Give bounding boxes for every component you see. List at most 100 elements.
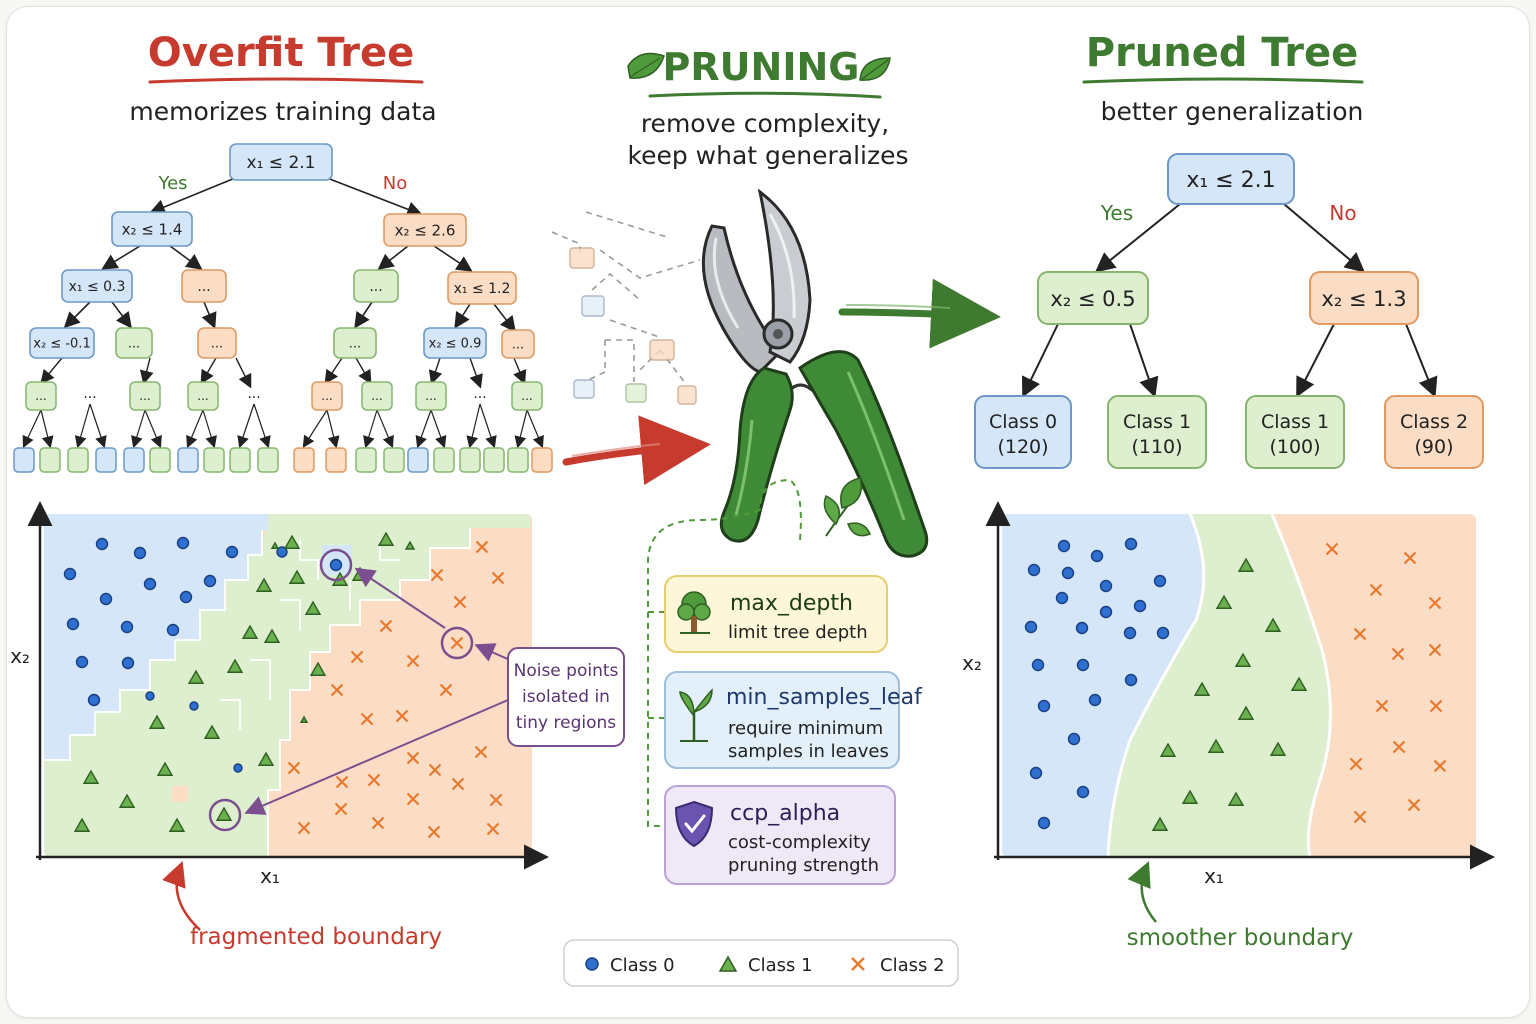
class1-point bbox=[270, 541, 280, 549]
arrow-to-pruned bbox=[838, 278, 1001, 349]
overfit-node-ellipsis-label: ... bbox=[512, 338, 524, 353]
overfit-regions bbox=[44, 514, 532, 857]
overfit-node-ellipsis: ... bbox=[311, 381, 343, 411]
class0-point bbox=[1123, 626, 1137, 640]
overfit-subtitle: memorizes training data bbox=[129, 97, 436, 126]
class1-point bbox=[1159, 742, 1177, 757]
class0-point bbox=[1075, 621, 1089, 635]
param-name-ccp-alpha: ccp_alpha bbox=[730, 801, 840, 826]
overfit-node-ellipsis-label: ... bbox=[211, 337, 223, 352]
overfit-node-ellipsis-label: ... bbox=[371, 389, 382, 403]
class2-point bbox=[1375, 699, 1389, 713]
class1-point bbox=[1237, 557, 1255, 572]
overfit-leaf-node bbox=[293, 447, 315, 473]
class1-point bbox=[168, 817, 186, 832]
class2-point bbox=[1325, 542, 1339, 556]
overfit-node-ellipsis-label: ... bbox=[197, 279, 210, 295]
class0-point bbox=[225, 545, 239, 559]
class2-point bbox=[406, 751, 420, 765]
legend-label-class1: Class 1 bbox=[748, 955, 813, 976]
overfit-yes-label: Yes bbox=[157, 173, 187, 194]
class2-point bbox=[360, 712, 374, 726]
overfit-small-arrows bbox=[22, 357, 544, 449]
class0-point bbox=[1061, 566, 1075, 580]
legend-item-class1: Class 1 bbox=[718, 955, 813, 976]
overfit-node-ellipsis-label: ... bbox=[369, 279, 382, 295]
param-desc-ccp-alpha-2: pruning strength bbox=[728, 855, 879, 876]
leaf-3-class: Class 2 bbox=[1400, 411, 1468, 433]
overfit-leaf-node bbox=[203, 447, 225, 473]
class2-point bbox=[451, 777, 465, 791]
pruned-root-label: x₁ ≤ 2.1 bbox=[1186, 168, 1275, 193]
class0-point bbox=[1124, 673, 1138, 687]
class0-point bbox=[1037, 816, 1051, 830]
class2-point bbox=[1353, 810, 1367, 824]
overfit-node-ellipsis-label: ... bbox=[521, 389, 532, 403]
pruned-nodes-faded bbox=[569, 247, 697, 405]
overfit-node-r1-label: x₂ ≤ 2.6 bbox=[395, 221, 456, 239]
pruned-right-label: x₂ ≤ 1.3 bbox=[1321, 287, 1406, 311]
leaf-icon-right bbox=[859, 57, 891, 81]
class1-point bbox=[257, 751, 275, 766]
class0-point bbox=[1088, 693, 1102, 707]
overfit-node-ellipsis-label: ... bbox=[197, 389, 208, 403]
class1-point bbox=[1269, 741, 1287, 756]
overfit-ellipsis-text: ... bbox=[473, 386, 486, 402]
class1-point bbox=[404, 540, 416, 550]
overfit-node-ellipsis: ... bbox=[25, 381, 57, 411]
param-desc-ccp-alpha-1: cost-complexity bbox=[728, 832, 871, 853]
callout-line-1: Noise points bbox=[514, 661, 619, 681]
class1-region-right bbox=[1108, 514, 1331, 857]
param-name-max-depth: max_depth bbox=[730, 591, 853, 616]
overfit-axis-x-label: x₁ bbox=[260, 864, 280, 888]
param-connectors bbox=[647, 478, 802, 827]
class2-point bbox=[1349, 757, 1363, 771]
class0-region-right bbox=[1002, 514, 1204, 857]
pruned-axis-y-label: x₂ bbox=[962, 651, 982, 675]
class0-point bbox=[1090, 549, 1104, 563]
overfit-leaf-node bbox=[483, 447, 505, 473]
legend-label-class0: Class 0 bbox=[610, 955, 675, 976]
class2-point bbox=[1392, 740, 1406, 754]
pruned-left-label: x₂ ≤ 0.5 bbox=[1050, 287, 1135, 311]
overfit-no-label: No bbox=[383, 173, 407, 194]
overfit-leaf-node bbox=[507, 447, 529, 473]
class1-point bbox=[156, 761, 174, 776]
overfit-leaf-node bbox=[39, 447, 61, 473]
pruning-subtitle-1: remove complexity, bbox=[641, 109, 889, 138]
pruned-branches-faded bbox=[551, 211, 701, 385]
class2-point bbox=[395, 709, 409, 723]
overfit-leaf-node bbox=[229, 447, 251, 473]
pruning-subtitle-2: keep what generalizes bbox=[627, 141, 908, 170]
class1-point bbox=[203, 724, 221, 739]
overfit-tree-panel: Overfit Tree memorizes training data x₁ … bbox=[13, 30, 553, 473]
class1-point bbox=[309, 661, 327, 676]
overfit-node-ellipsis-label: ... bbox=[321, 389, 332, 403]
class0-point bbox=[1099, 605, 1113, 619]
pruning-shears-icon bbox=[701, 188, 929, 558]
param-desc-min-samples-leaf-1: require minimum bbox=[728, 718, 883, 739]
pruned-tree-edges bbox=[1021, 203, 1438, 398]
class2-point bbox=[1433, 759, 1447, 773]
overfit-title: Overfit Tree bbox=[148, 30, 415, 76]
overfit-leaf-node bbox=[433, 447, 455, 473]
noise-highlights bbox=[208, 548, 474, 832]
overfit-node-lll3-label: x₂ ≤ -0.1 bbox=[33, 337, 90, 352]
class1-point bbox=[1237, 705, 1255, 720]
class2-point bbox=[297, 821, 311, 835]
overfit-leaf-node bbox=[257, 447, 279, 473]
class2-point bbox=[1429, 699, 1443, 713]
class2-point bbox=[1407, 798, 1421, 812]
class1-point bbox=[226, 658, 244, 673]
leaf-3-count: (90) bbox=[1414, 436, 1453, 458]
overfit-node-ellipsis: ... bbox=[415, 381, 447, 411]
param-card-max-depth: max_depth limit tree depth bbox=[664, 575, 888, 653]
overfit-node-ll2: x₁ ≤ 0.3 bbox=[61, 269, 133, 303]
overfit-node-ellipsis: ... bbox=[353, 269, 399, 303]
pruned-right-node: x₂ ≤ 1.3 bbox=[1309, 271, 1419, 325]
overfit-title-underline bbox=[148, 77, 424, 84]
callout-line-2: isolated in bbox=[522, 687, 610, 707]
overfit-node-ellipsis: ... bbox=[333, 327, 377, 359]
